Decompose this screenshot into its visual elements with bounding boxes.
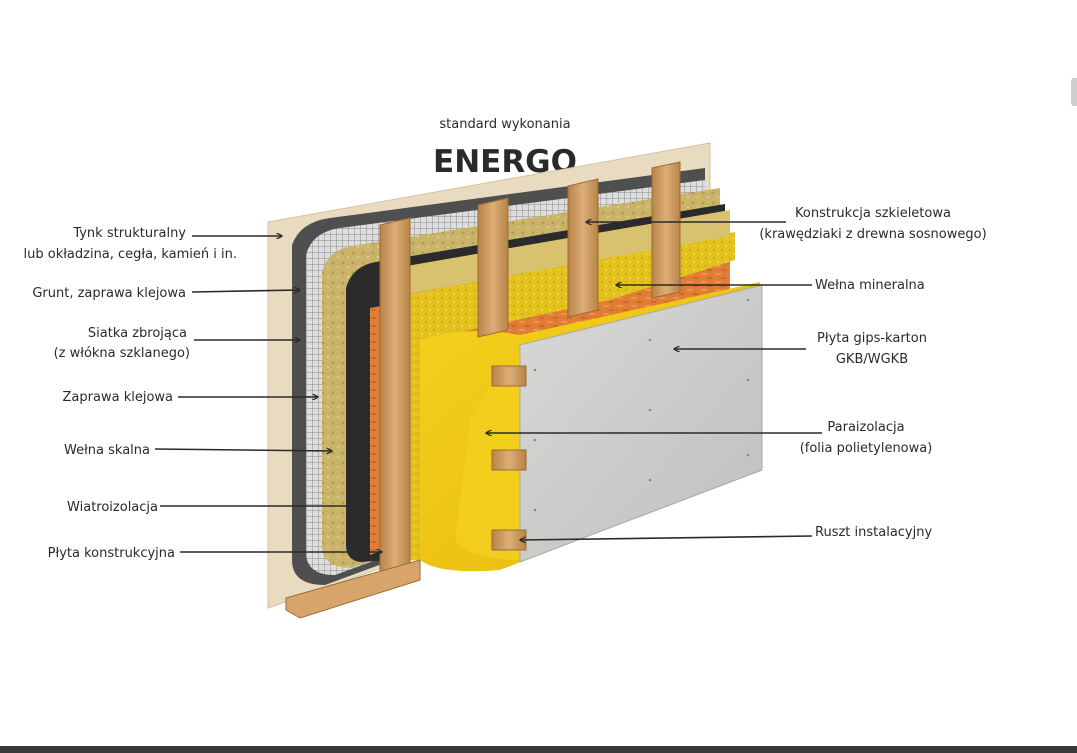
wall-illustration: [267, 142, 763, 619]
labels-left: Tynk strukturalny lub okładzina, cegła, …: [24, 226, 238, 561]
leader-arrows: [154, 222, 822, 552]
label-tynk: Tynk strukturalny: [72, 226, 186, 241]
label-welna-mineralna: Wełna mineralna: [815, 278, 925, 293]
label-zaprawa: Zaprawa klejowa: [63, 390, 173, 405]
batten-middle: [491, 449, 527, 471]
bottom-bar: [0, 746, 1077, 753]
label-konstrukcja-sub: (krawędziaki z drewna sosnowego): [759, 227, 986, 242]
label-plyta-gk-sub: GKB/WGKB: [836, 352, 908, 367]
arrow-ruszt: [520, 535, 813, 540]
labels-right: Konstrukcja szkieletowa (krawędziaki z d…: [759, 206, 986, 540]
label-grunt: Grunt, zaprawa klejowa: [32, 286, 186, 301]
label-plyta-konstrukcyjna: Płyta konstrukcyjna: [48, 546, 175, 561]
label-siatka: Siatka zbrojąca: [88, 326, 187, 341]
label-siatka-sub: (z włókna szklanego): [54, 346, 190, 361]
label-wiatroizolacja: Wiatroizolacja: [67, 500, 158, 515]
label-welna-skalna: Wełna skalna: [64, 443, 150, 458]
drywall-screws: [533, 298, 750, 512]
label-tynk-sub: lub okładzina, cegła, kamień i in.: [24, 247, 238, 262]
batten-top: [491, 365, 527, 387]
arrow-welna-skalna: [154, 449, 332, 451]
diagram-subtitle: standard wykonania: [439, 117, 570, 132]
label-konstrukcja: Konstrukcja szkieletowa: [795, 206, 951, 221]
arrow-grunt: [191, 290, 300, 292]
label-paraizolacja: Paraizolacja: [827, 420, 904, 435]
label-ruszt: Ruszt instalacyjny: [815, 525, 932, 540]
scroll-edge-indicator: [1071, 78, 1077, 106]
layer-mineral-wool: [380, 232, 735, 562]
label-plyta-gk: Płyta gips-karton: [817, 331, 927, 346]
timber-bottom-plate: [285, 559, 421, 619]
timber-studs: [379, 161, 681, 586]
layer-drywall: [519, 284, 763, 563]
label-paraizolacja-sub: (folia polietylenowa): [800, 441, 933, 456]
